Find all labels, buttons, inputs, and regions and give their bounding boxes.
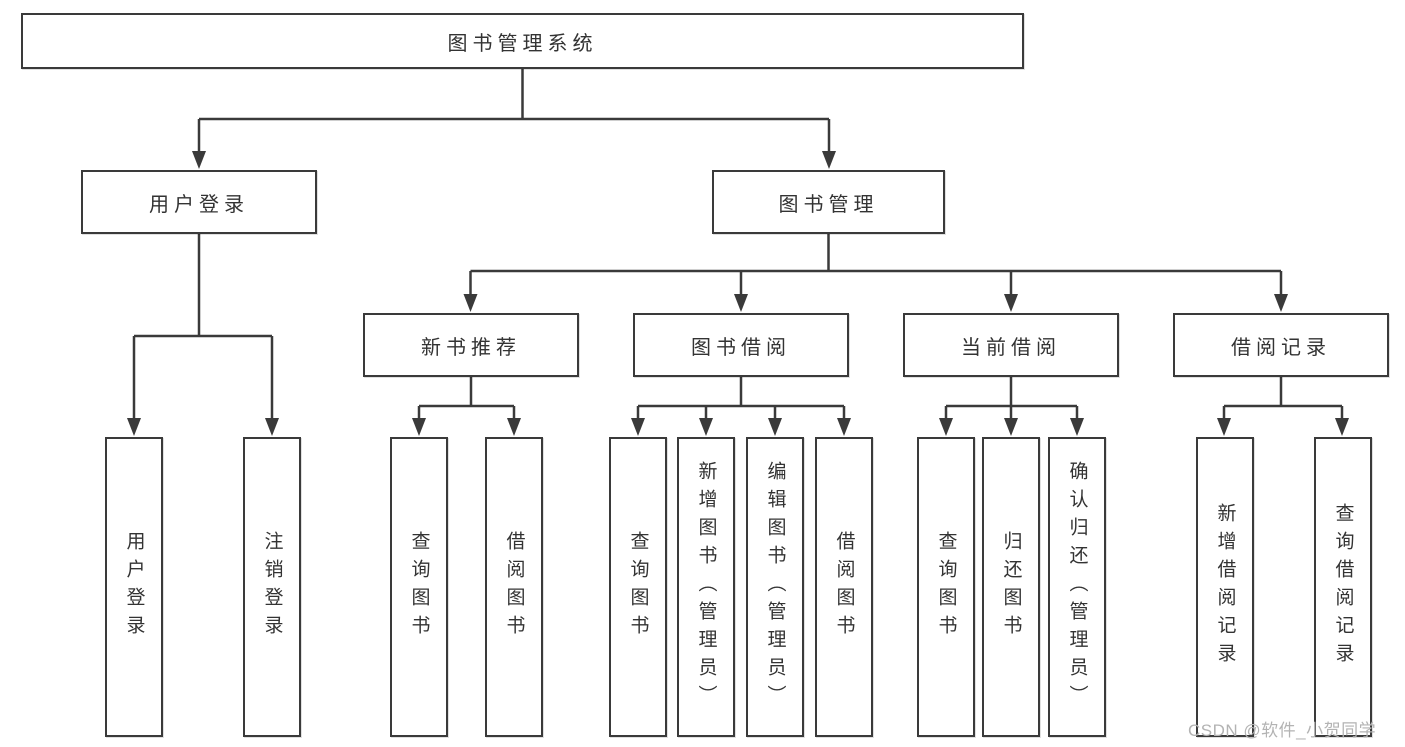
leaf-logout: 注销登录 (243, 437, 301, 737)
leaf-query-books-borrowing: 查询图书 (609, 437, 667, 737)
leaf-edit-books-admin: 编辑图书（管理员） (746, 437, 804, 737)
csdn-watermark: CSDN @软件_小贺同学 (1188, 721, 1377, 740)
leaf-add-borrow-record: 新增借阅记录 (1196, 437, 1254, 737)
node-borrowing-records: 借阅记录 (1173, 313, 1389, 377)
leaf-confirm-return-admin: 确认归还（管理员） (1048, 437, 1106, 737)
leaf-return-books: 归还图书 (982, 437, 1040, 737)
leaf-query-books-current: 查询图书 (917, 437, 975, 737)
node-book-management: 图书管理 (712, 170, 945, 234)
node-user-login: 用户登录 (81, 170, 317, 234)
node-current-borrowing: 当前借阅 (903, 313, 1119, 377)
leaf-borrow-books-recommend: 借阅图书 (485, 437, 543, 737)
node-book-borrowing: 图书借阅 (633, 313, 849, 377)
leaf-query-borrow-record: 查询借阅记录 (1314, 437, 1372, 737)
leaf-query-books-recommend: 查询图书 (390, 437, 448, 737)
leaf-add-books-admin: 新增图书（管理员） (677, 437, 735, 737)
node-new-book-recommendation: 新书推荐 (363, 313, 579, 377)
leaf-user-login: 用户登录 (105, 437, 163, 737)
node-root-library-management-system: 图书管理系统 (21, 13, 1024, 69)
leaf-borrow-books: 借阅图书 (815, 437, 873, 737)
